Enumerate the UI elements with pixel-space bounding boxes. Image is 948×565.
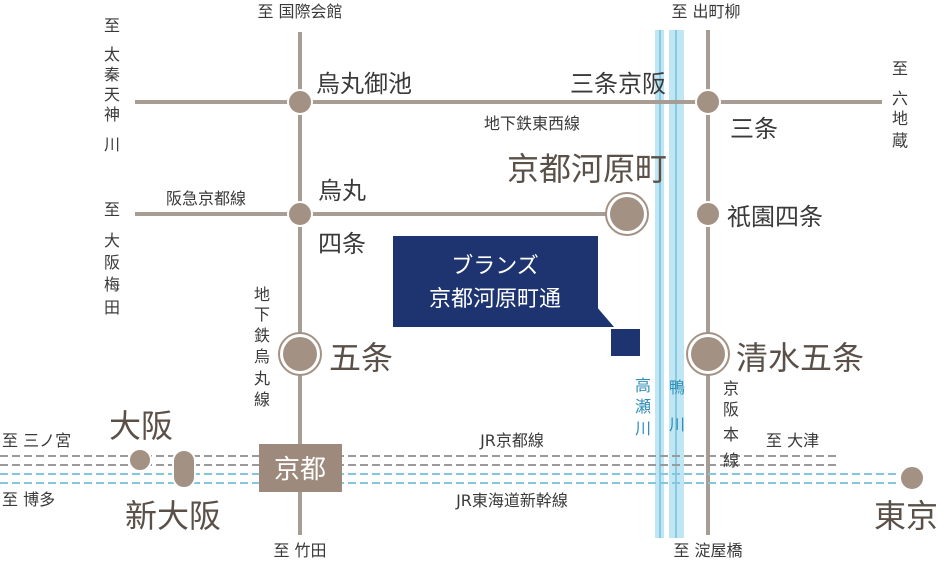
gion-shijo-label: 祇園四条	[727, 203, 823, 231]
dir-osaka-umeda-char: 阪	[104, 253, 120, 272]
rail-lines	[135, 30, 882, 535]
dir-osaka-umeda-char: 梅	[104, 275, 120, 294]
karasuma-line-char: 鉄	[254, 326, 270, 345]
dir-otsu: 至 大津	[766, 431, 819, 450]
dir-uzumasa-char: 神	[104, 105, 120, 124]
line-labels: 地下鉄東西線 阪急京都線 JR京都線 JR東海道新幹線	[166, 114, 580, 510]
property-marker: ブランズ 京都河原町通	[393, 236, 640, 356]
karasuma-line-char: 地	[254, 285, 270, 304]
shinkansen-line-label: JR東海道新幹線	[455, 491, 568, 510]
tozai-line-label: 地下鉄東西線	[484, 114, 580, 133]
karasuma-line-char: 下	[254, 305, 270, 324]
keihan-line-label: 京 阪 本 線	[723, 379, 739, 470]
gion-shijo-station	[695, 201, 721, 227]
dir-uzumasa-char: 川	[104, 135, 120, 154]
dir-uzumasa-char: 太	[104, 45, 120, 64]
direction-labels: 至 国際会館 至 出町柳 至 三ノ宮 至 博多 至 大津 至 竹田 至 淀屋橋	[2, 2, 819, 560]
karasuma-oike-label: 烏丸御池	[316, 70, 412, 98]
dir-kokusai-kaikan: 至 国際会館	[257, 2, 342, 21]
kiyomizu-gojo-label: 清水五条	[736, 339, 864, 377]
dir-rokujizo: 至 六 地 蔵	[892, 59, 908, 150]
kiyomizu-gojo-station	[691, 337, 725, 371]
sanjo-keihan-label: 三条京阪	[570, 70, 666, 98]
dir-uzumasa-char: 天	[104, 85, 120, 104]
dir-rokujizo-char: 地	[892, 109, 908, 128]
sanjo-station	[695, 89, 721, 115]
dir-uzumasa-char: 至	[104, 16, 120, 35]
rivers	[655, 30, 684, 538]
keihan-line-char: 線	[723, 451, 739, 470]
hankyu-line-label: 阪急京都線	[166, 189, 246, 208]
karasuma-line-label: 地 下 鉄 烏 丸 線	[254, 285, 270, 409]
karasuma-line-char: 線	[254, 390, 270, 409]
tokyo-station	[899, 465, 925, 491]
dir-hakata: 至 博多	[2, 490, 55, 509]
station-labels: 烏丸御池 三条京阪 三条 京都河原町 烏丸 四条 祇園四条 五条 清水五条 大阪…	[109, 70, 938, 535]
osaka-label: 大阪	[109, 407, 173, 445]
dir-rokujizo-char: 至	[892, 59, 908, 78]
kyoto-station-box	[259, 444, 342, 492]
property-name-line2: 京都河原町通	[429, 287, 561, 312]
dir-uzumasa: 至 太 秦 天 神 川	[104, 16, 120, 154]
kamo-river-label: 鴨 川	[669, 378, 685, 434]
karasuma-station	[287, 201, 313, 227]
karasuma-line-char: 丸	[254, 369, 270, 388]
tokyo-label: 東京	[874, 497, 938, 535]
kawaramachi-label: 京都河原町	[507, 150, 667, 188]
major-stations	[278, 192, 730, 376]
shijo-label: 四条	[318, 230, 366, 258]
osaka-station	[128, 448, 152, 472]
karasuma-line-char: 烏	[254, 347, 270, 366]
dir-osaka-umeda: 至 大 阪 梅 田	[104, 200, 120, 317]
keihan-line-char: 京	[723, 379, 739, 398]
keihan-line-char: 阪	[723, 400, 739, 419]
dir-osaka-umeda-char: 至	[104, 200, 120, 219]
gojo-station	[283, 337, 317, 371]
keihan-line-char: 本	[723, 425, 739, 444]
property-box	[393, 236, 598, 327]
takase-river-char: 瀬	[635, 397, 651, 416]
takase-river-char: 高	[635, 376, 651, 395]
dir-rokujizo-char: 六	[892, 89, 908, 108]
dir-yodoyabashi: 至 淀屋橋	[673, 541, 742, 560]
takase-river-char: 川	[635, 419, 651, 438]
sanjo-label: 三条	[730, 115, 778, 143]
dir-demachiyanagi: 至 出町柳	[671, 2, 740, 21]
gojo-label: 五条	[329, 339, 393, 377]
dir-osaka-umeda-char: 大	[104, 231, 120, 250]
kawaramachi-station	[610, 197, 644, 231]
dir-uzumasa-char: 秦	[104, 65, 120, 84]
dir-rokujizo-char: 蔵	[892, 131, 908, 150]
property-callout-pointer	[596, 306, 614, 327]
karasuma-oike-station	[287, 89, 313, 115]
dir-takeda: 至 竹田	[273, 541, 326, 560]
kamo-river-char: 鴨	[669, 378, 685, 397]
kamo-river-char: 川	[669, 415, 685, 434]
kyoto-station-label: 京都	[274, 455, 326, 485]
small-stations	[128, 89, 925, 491]
shin-osaka-station	[172, 449, 196, 489]
takase-river-label: 高 瀬 川	[635, 376, 651, 438]
dir-osaka-umeda-char: 田	[104, 298, 120, 317]
jr-kyoto-line-label: JR京都線	[479, 431, 544, 450]
property-location	[611, 329, 640, 356]
karasuma-label: 烏丸	[318, 177, 366, 205]
shin-osaka-label: 新大阪	[125, 497, 221, 535]
dir-sannomiya: 至 三ノ宮	[2, 431, 71, 450]
property-name-line1: ブランズ	[451, 254, 539, 279]
